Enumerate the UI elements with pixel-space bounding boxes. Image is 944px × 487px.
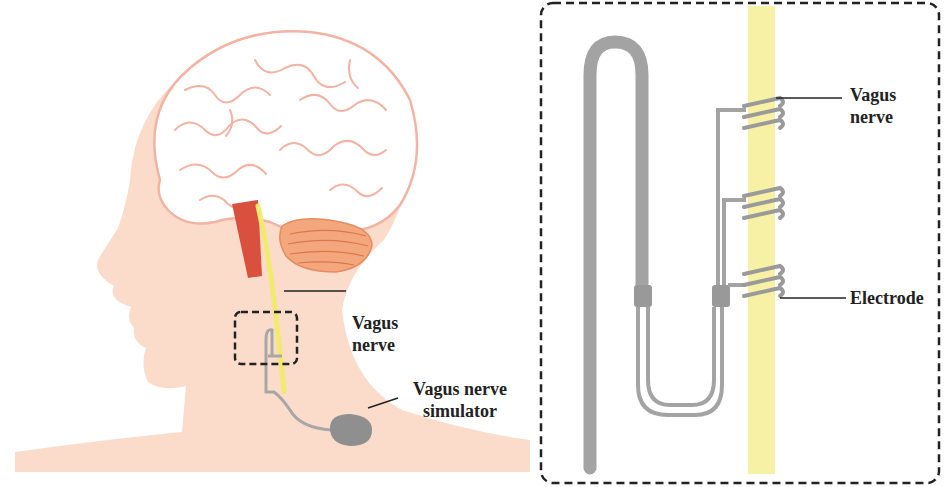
- leader-line: [780, 297, 846, 299]
- lead-connector: [712, 285, 730, 307]
- inset-lead: [590, 42, 642, 468]
- electrode-coils: [744, 98, 783, 296]
- lead-electrode: [268, 355, 282, 358]
- coil-turn: [744, 266, 783, 274]
- brain-gyri: [175, 60, 386, 209]
- stimulator-lead: [266, 330, 332, 430]
- stimulator-device: [330, 414, 372, 446]
- coil-turn: [744, 210, 783, 218]
- coil-turn: [744, 199, 783, 207]
- leader-line: [776, 97, 842, 99]
- electrode-leads: [718, 110, 746, 285]
- part-label: Vagus nerve simulator: [396, 378, 524, 422]
- coil-turn: [744, 188, 783, 196]
- leader-line: [284, 290, 346, 292]
- coil-turn: [744, 277, 783, 285]
- inset-nerve: [748, 6, 775, 474]
- part-label: Vagus nerve: [352, 312, 422, 356]
- leader-line: [368, 398, 398, 408]
- coil-turn: [744, 109, 783, 117]
- inset-marker: [235, 312, 297, 364]
- brain: [154, 31, 417, 233]
- lead-wires: [638, 307, 722, 415]
- part-label: Vagus nerve: [850, 84, 930, 128]
- cerebellum: [280, 219, 372, 272]
- part-label: Electrode: [850, 287, 940, 309]
- coil-turn: [744, 288, 783, 296]
- cerebellum-folia: [288, 230, 368, 265]
- coil-turn: [744, 98, 783, 106]
- lead-connector: [634, 285, 652, 307]
- inset-frame: [541, 3, 939, 483]
- coil-turn: [744, 120, 783, 128]
